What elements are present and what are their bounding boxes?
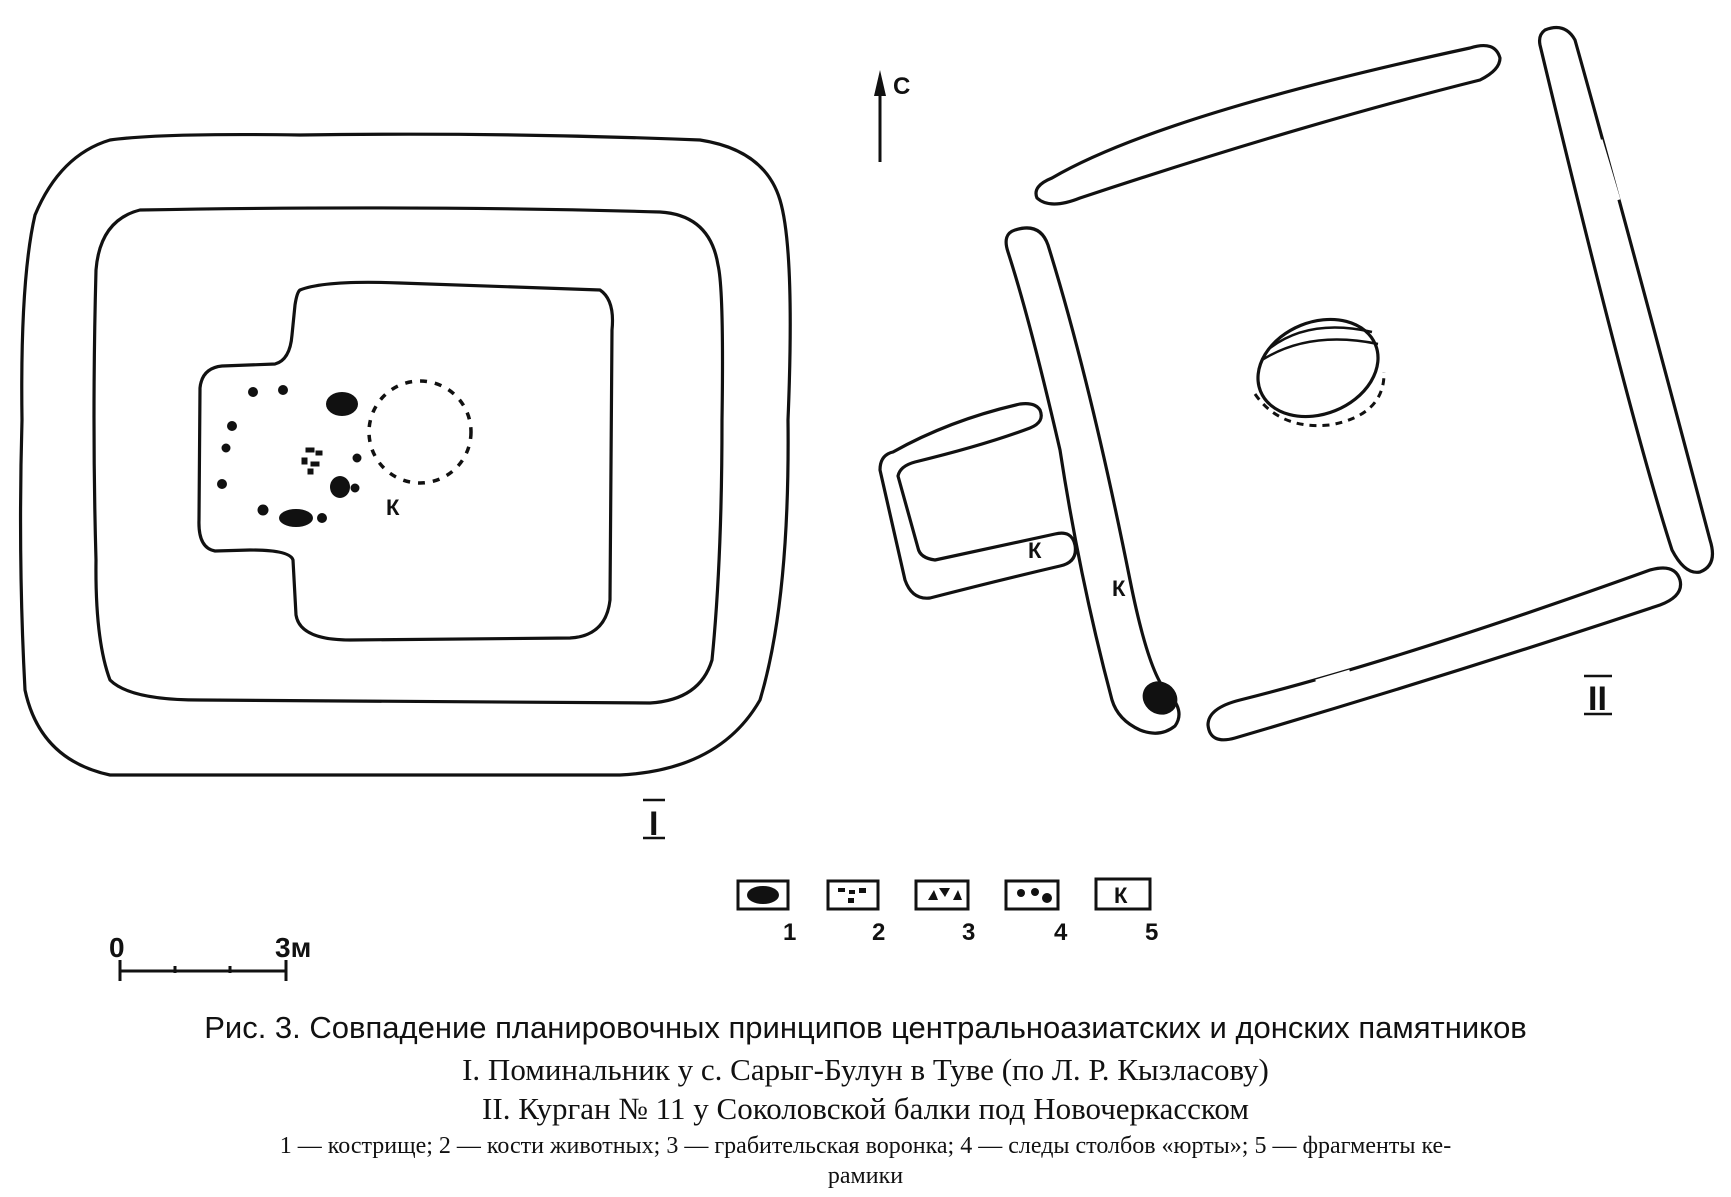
scale-end-label: 3м [275,932,311,963]
north-arrow: С [874,70,910,162]
scale-bar: 0 3м [109,932,311,981]
legend-item-hearth: 1 [736,879,796,946]
k-mark-annex: К [1028,538,1042,563]
plan-one-outer-wall [18,132,792,777]
ditch-east [1537,26,1714,574]
figure-caption-line-two: II. Курган № 11 у Соколовской балки под … [482,1091,1249,1126]
plan-one-inner-wall [92,206,725,705]
looting-pit-circle [367,379,473,485]
plan-two: К К II [878,26,1714,742]
svg-text:I: I [649,805,658,843]
bone-fragments [301,447,323,475]
legend: 1 2 3 4 К 5 [736,877,1158,946]
ditch-north [1034,44,1502,206]
legend-item-ceramics: К 5 [1094,877,1158,946]
hearth-3 [279,509,313,527]
scale-start-label: 0 [109,932,125,963]
ditch-east-gaps [1597,139,1653,270]
figure-legend-text-continued: рамики [827,1163,904,1189]
plan-one-platform [197,280,615,642]
svg-text:4: 4 [1054,919,1068,946]
svg-text:II: II [1588,680,1607,718]
plan-one-numeral: I [643,798,665,843]
hearth-plan-two [1142,681,1178,715]
hearths [279,392,358,527]
k-mark-plan-one: К [386,495,400,520]
ditch-south [1206,566,1683,742]
figure-caption-line-one: I. Поминальник у с. Сарыг-Булун в Туве (… [462,1052,1269,1087]
svg-text:2: 2 [872,919,885,946]
k-mark-west-ditch: К [1112,576,1126,601]
plan-two-numeral: II [1584,674,1612,718]
post-holes [217,385,362,523]
legend-item-looting-pit: 3 [914,879,975,946]
plan-one: К I [18,132,792,843]
svg-text:3: 3 [962,919,975,946]
svg-text:1: 1 [783,919,796,946]
legend-item-bones: 2 [826,879,885,946]
entrance-annex [878,402,1078,600]
north-label: С [893,73,910,100]
hearth-2 [330,476,350,498]
figure-legend-text: 1 — кострище; 2 — кости животных; 3 — гр… [279,1133,1452,1159]
central-pit [1253,317,1386,428]
legend-item-post-holes: 4 [1004,879,1068,946]
svg-text:К: К [1114,883,1128,908]
ditch-west [1004,226,1181,735]
svg-text:5: 5 [1145,919,1158,946]
figure-caption-title: Рис. 3. Совпадение планировочных принцип… [204,1010,1527,1045]
hearth-1 [326,392,358,416]
ditch-south-gap [1315,669,1357,721]
